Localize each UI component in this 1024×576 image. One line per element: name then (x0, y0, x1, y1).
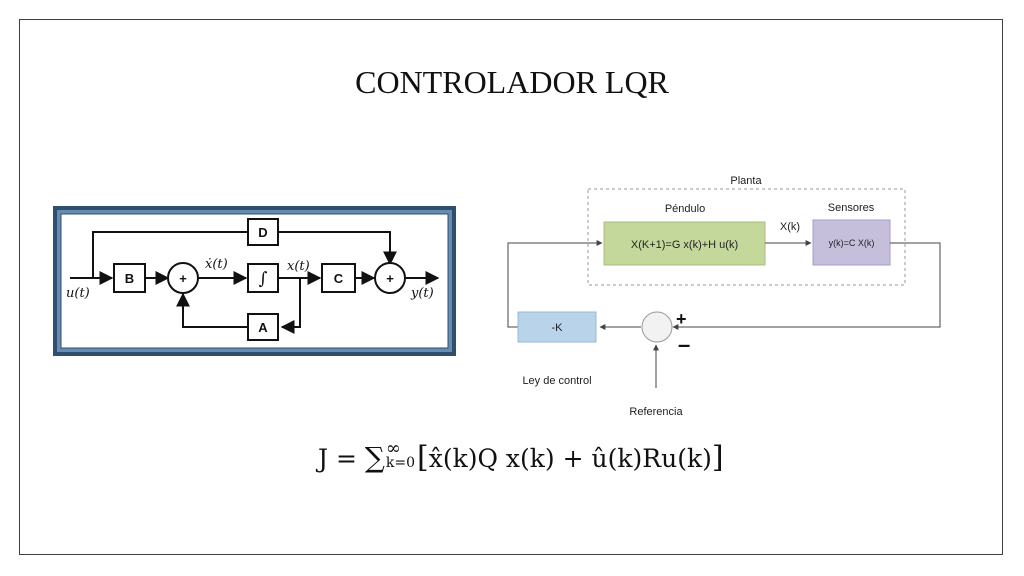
plant-label: Planta (730, 175, 762, 187)
pendulum-label: Péndulo (665, 203, 705, 215)
sum-symbol-1: + (179, 271, 187, 286)
xdot-label: ẋ(t) (205, 257, 228, 272)
integrator-symbol: ∫ (259, 269, 268, 289)
state-space-diagram: D B + ∫ C + A u(t) ẋ(t) x(t) y(t) (53, 206, 456, 356)
block-b (113, 263, 146, 293)
gain-block (517, 311, 597, 343)
page-title: CONTROLADOR LQR (355, 64, 669, 100)
sensors-block (812, 219, 891, 266)
slide-frame (19, 19, 1003, 555)
summing-junction-1 (167, 262, 199, 294)
summing-junction-2 (374, 262, 406, 294)
lqr-diagram: Planta Péndulo X(K+1)=G x(k)+H u(k) Sens… (507, 175, 941, 418)
block-d-label: D (258, 225, 267, 240)
sum-symbol: ∑ (364, 441, 385, 474)
plant-boundary (587, 188, 906, 286)
sum-lower-limit: k=0 (385, 454, 415, 471)
block-c-label: C (334, 271, 344, 286)
output-label: y(t) (410, 286, 434, 301)
comparator-circle (641, 311, 673, 343)
plus-sign: + (676, 309, 687, 329)
input-label: u(t) (66, 286, 90, 301)
block-a-label: A (258, 320, 268, 335)
gain-label: -K (552, 322, 564, 334)
formula-lhs: J = (318, 444, 365, 473)
sum-symbol-2: + (386, 271, 394, 286)
block-c (321, 263, 356, 293)
block-a (247, 313, 279, 341)
sum-upper-limit: ∞ (385, 437, 401, 459)
pendulum-block (603, 221, 766, 266)
control-law-label: Ley de control (522, 375, 591, 387)
block-b-label: B (125, 271, 134, 286)
bracket-close: ] (711, 440, 724, 475)
block-d (247, 218, 279, 246)
formula-body: x̂(k)Q x(k) + û(k)Ru(k) (428, 444, 712, 473)
state-label: X(k) (780, 221, 800, 233)
x-label: x(t) (287, 259, 310, 274)
reference-label: Referencia (629, 406, 683, 418)
minus-sign: – (678, 332, 690, 357)
sensors-label: Sensores (828, 202, 875, 214)
cost-function-formula: J = ∑∞k=0[x̂(k)Q x(k) + û(k)Ru(k)] (318, 437, 724, 475)
bracket-open: [ (417, 440, 429, 475)
integrator-block (247, 263, 279, 293)
sensors-equation: y(k)=C X(k) (829, 238, 875, 248)
pendulum-equation: X(K+1)=G x(k)+H u(k) (631, 239, 738, 251)
